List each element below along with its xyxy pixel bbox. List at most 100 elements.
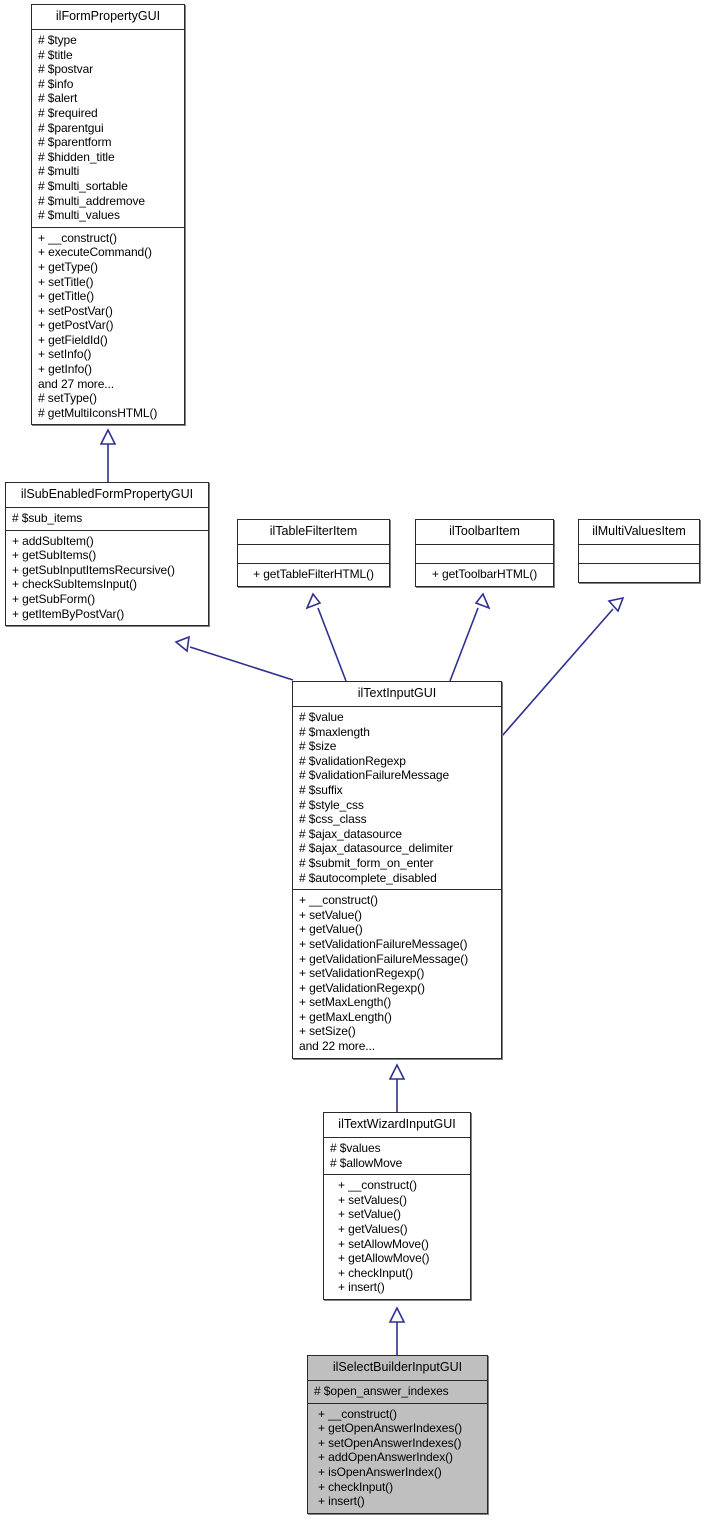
attribute-row: # $value: [299, 710, 344, 724]
method-row: + __construct(): [318, 1406, 397, 1421]
attribute-row: # $type: [38, 33, 77, 47]
class-title: ilSelectBuilderInputGUI: [308, 1356, 487, 1381]
class-attributes: [416, 545, 553, 564]
attribute-row: # $parentform: [38, 135, 112, 150]
class-methods: [579, 564, 699, 582]
class-title: ilTableFilterItem: [238, 520, 389, 545]
method-row: + setValue(): [338, 1207, 401, 1222]
edge-subenabled-to-formproperty: [99, 428, 117, 482]
method-row: + getOpenAnswerIndexes(): [318, 1421, 463, 1436]
method-row: + setValidationFailureMessage(): [299, 936, 468, 951]
method-row: # setType(): [38, 391, 97, 406]
class-attributes: # $sub_items: [6, 508, 208, 531]
class-box-iltextwizardinputgui[interactable]: ilTextWizardInputGUI # $values # $allowM…: [323, 1112, 471, 1300]
method-row: + __construct(): [299, 893, 378, 908]
class-box-ilsubenabledformpropertygui[interactable]: ilSubEnabledFormPropertyGUI # $sub_items…: [5, 482, 209, 627]
attribute-row: # $css_class: [299, 812, 367, 827]
method-row: + getValues(): [338, 1221, 408, 1236]
attribute-row: # $ajax_datasource_delimiter: [299, 841, 453, 856]
edge-textinput-to-multivaluesitem: [501, 596, 625, 737]
method-row: + getSubForm(): [12, 591, 95, 606]
method-row: + getValidationFailureMessage(): [299, 951, 469, 966]
attribute-row: # $style_css: [299, 797, 364, 812]
class-title: ilFormPropertyGUI: [32, 5, 184, 30]
method-row: + checkInput(): [338, 1265, 413, 1280]
method-row: + setInfo(): [38, 347, 92, 362]
attribute-row: # $alert: [38, 91, 78, 106]
edge-textinput-to-toolbaritem: [449, 592, 491, 682]
attribute-row: # $validationFailureMessage: [299, 768, 450, 783]
method-row: + getItemByPostVar(): [12, 606, 125, 621]
attribute-row: # $suffix: [299, 782, 343, 797]
method-row: + getToolbarHTML(): [431, 567, 538, 581]
attribute-row: # $submit_form_on_enter: [299, 855, 434, 870]
edge-textwizard-to-textinput: [388, 1063, 406, 1112]
attribute-row: # $required: [38, 105, 98, 120]
method-row: + checkInput(): [318, 1479, 393, 1494]
attribute-row: # $ajax_datasource: [299, 826, 402, 841]
method-row: + setPostVar(): [38, 303, 113, 318]
class-methods: + getTableFilterHTML(): [238, 564, 389, 586]
attribute-row: # $size: [299, 739, 337, 754]
method-row: + setOpenAnswerIndexes(): [318, 1435, 462, 1450]
method-row: + getMaxLength(): [299, 1009, 392, 1024]
attribute-row: # $hidden_title: [38, 149, 115, 164]
method-row: + getAllowMove(): [338, 1251, 430, 1266]
attribute-row: # $validationRegexp: [299, 753, 406, 768]
edge-textinput-to-tablefilteritem: [305, 592, 347, 682]
class-box-ilformpropertygui[interactable]: ilFormPropertyGUI # $type # $title # $po…: [31, 4, 185, 426]
class-box-iltablefilteritem[interactable]: ilTableFilterItem + getTableFilterHTML(): [237, 519, 390, 587]
attribute-row: # $postvar: [38, 62, 94, 77]
class-title: ilMultiValuesItem: [579, 520, 699, 545]
method-row: + insert(): [318, 1494, 365, 1509]
class-box-ilmultivaluesitem[interactable]: ilMultiValuesItem: [578, 519, 700, 583]
class-box-iltextinputgui[interactable]: ilTextInputGUI # $value # $maxlength # $…: [292, 681, 502, 1059]
method-row: + setAllowMove(): [338, 1236, 429, 1251]
method-row: + getTitle(): [38, 289, 95, 304]
attribute-row: # $open_answer_indexes: [314, 1384, 449, 1398]
method-row: + setSize(): [299, 1024, 356, 1039]
attribute-row: # $multi_values: [38, 208, 120, 223]
method-row: + getValue(): [299, 922, 363, 937]
method-row: # getMultiIconsHTML(): [38, 405, 158, 420]
method-row: + insert(): [338, 1280, 385, 1295]
method-row: + addSubItem(): [12, 533, 94, 548]
method-row: + getSubItems(): [12, 548, 97, 563]
attribute-row: # $values: [330, 1141, 381, 1155]
method-row-more: and 27 more...: [38, 376, 114, 391]
class-methods: + __construct() + setValue() + getValue(…: [293, 890, 501, 1058]
method-row: + __construct(): [338, 1178, 417, 1193]
method-row: + getValidationRegexp(): [299, 980, 425, 995]
method-row: + setTitle(): [38, 274, 94, 289]
attribute-row: # $autocomplete_disabled: [299, 870, 437, 885]
attribute-row: # $allowMove: [330, 1155, 403, 1170]
method-row: + getTableFilterHTML(): [253, 567, 374, 581]
class-attributes: [238, 545, 389, 564]
class-methods: + addSubItem() + getSubItems() + getSubI…: [6, 531, 208, 626]
class-title: ilTextInputGUI: [293, 682, 501, 707]
method-row: + getPostVar(): [38, 318, 114, 333]
method-row: + addOpenAnswerIndex(): [318, 1450, 453, 1465]
class-methods: + __construct() + setValues() + setValue…: [324, 1175, 470, 1299]
class-attributes: [579, 545, 699, 564]
class-title: ilTextWizardInputGUI: [324, 1113, 470, 1138]
class-attributes: # $type # $title # $postvar # $info # $a…: [32, 30, 184, 228]
class-attributes: # $value # $maxlength # $size # $validat…: [293, 707, 501, 891]
attribute-row: # $maxlength: [299, 724, 370, 739]
method-row: + executeCommand(): [38, 245, 152, 260]
class-title: ilSubEnabledFormPropertyGUI: [6, 483, 208, 508]
method-row: + getType(): [38, 259, 98, 274]
method-row: + getSubInputItemsRecursive(): [12, 562, 175, 577]
method-row: + setValue(): [299, 907, 362, 922]
class-attributes: # $values # $allowMove: [324, 1138, 470, 1176]
class-box-ilselectbuilderinputgui[interactable]: ilSelectBuilderInputGUI # $open_answer_i…: [307, 1355, 488, 1514]
class-methods: + getToolbarHTML(): [416, 564, 553, 586]
method-row: + getInfo(): [38, 362, 92, 377]
class-box-iltoolbaritem[interactable]: ilToolbarItem + getToolbarHTML(): [415, 519, 554, 587]
edge-textinput-to-subenabled: [174, 635, 294, 681]
method-row: + isOpenAnswerIndex(): [318, 1464, 442, 1479]
edge-selectbuilder-to-textwizard: [388, 1306, 406, 1355]
class-methods: + __construct() + executeCommand() + get…: [32, 228, 184, 425]
method-row: + setValues(): [338, 1192, 407, 1207]
